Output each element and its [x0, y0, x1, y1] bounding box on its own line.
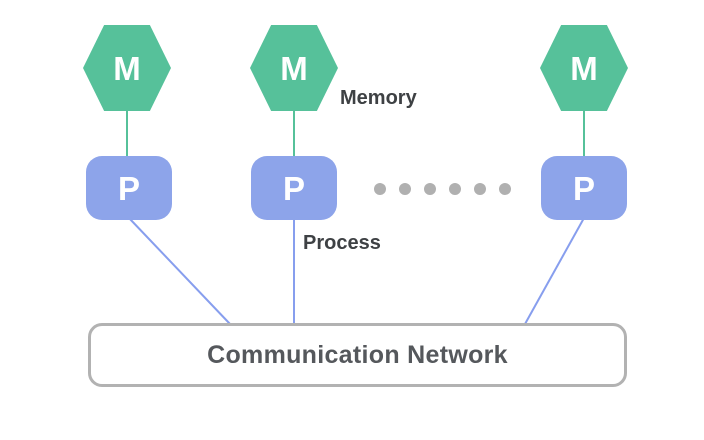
- ellipsis-dot: [499, 183, 511, 195]
- memory-node-2: M: [250, 25, 338, 111]
- process-node-1: P: [86, 156, 172, 220]
- process-node-1-label: P: [117, 169, 140, 207]
- memory-annotation: Memory: [340, 87, 417, 109]
- ellipsis-dot: [399, 183, 411, 195]
- memory-node-3-label: M: [570, 49, 598, 87]
- ellipsis-dot: [374, 183, 386, 195]
- ellipsis-dot: [474, 183, 486, 195]
- memory-node-1: M: [83, 25, 171, 111]
- ellipsis-dots: [374, 183, 511, 195]
- ellipsis-dot: [424, 183, 436, 195]
- ellipsis-dot: [449, 183, 461, 195]
- process-network-connector-3: [524, 217, 585, 325]
- process-node-3: P: [541, 156, 627, 220]
- memory-node-1-label: M: [113, 49, 141, 87]
- memory-node-2-label: M: [280, 49, 308, 87]
- process-node-3-label: P: [572, 169, 595, 207]
- communication-network-box: Communication Network: [88, 323, 627, 387]
- process-node-2: P: [251, 156, 337, 220]
- process-network-connector-1: [128, 217, 231, 325]
- communication-network-label: Communication Network: [207, 340, 508, 369]
- memory-node-3: M: [540, 25, 628, 111]
- process-node-2-label: P: [282, 169, 305, 207]
- process-annotation: Process: [303, 232, 381, 254]
